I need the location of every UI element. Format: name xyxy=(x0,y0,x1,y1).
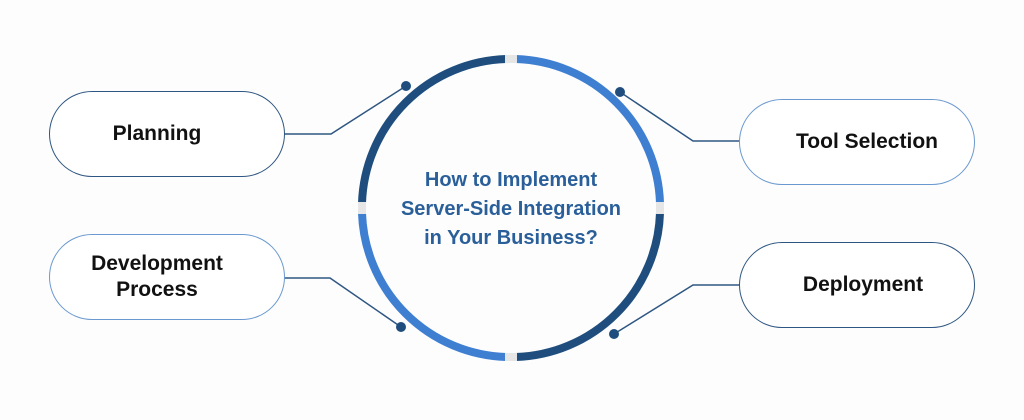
connector-dot-planning-end xyxy=(401,81,411,91)
connector-dot-development-end xyxy=(396,322,406,332)
node-tool-selection-label: Tool Selection xyxy=(796,130,938,153)
connector-dot-deployment-start xyxy=(609,329,619,339)
node-planning: Planning xyxy=(49,91,285,177)
center-title-line-2: Server-Side Integration xyxy=(400,198,622,220)
center-title-line-1: How to Implement xyxy=(424,169,598,191)
node-deployment-label: Deployment xyxy=(802,273,924,296)
connector-deployment xyxy=(613,284,755,335)
node-development-process: Development Process xyxy=(49,234,285,320)
connector-planning xyxy=(268,85,407,135)
center-ring xyxy=(358,55,664,361)
connector-development-process xyxy=(268,277,402,328)
connector-dot-tool-start xyxy=(615,87,625,97)
node-development-label-line-2: Process xyxy=(116,278,198,301)
node-deployment: Deployment xyxy=(739,242,975,328)
center-title: How to Implement Server-Side Integration… xyxy=(391,166,631,253)
node-planning-label: Planning xyxy=(112,122,202,145)
connector-tool-selection xyxy=(619,91,755,142)
node-development-label-line-1: Development xyxy=(91,252,223,275)
node-tool-selection: Tool Selection xyxy=(739,99,975,185)
center-title-line-3: in Your Business? xyxy=(424,227,598,249)
